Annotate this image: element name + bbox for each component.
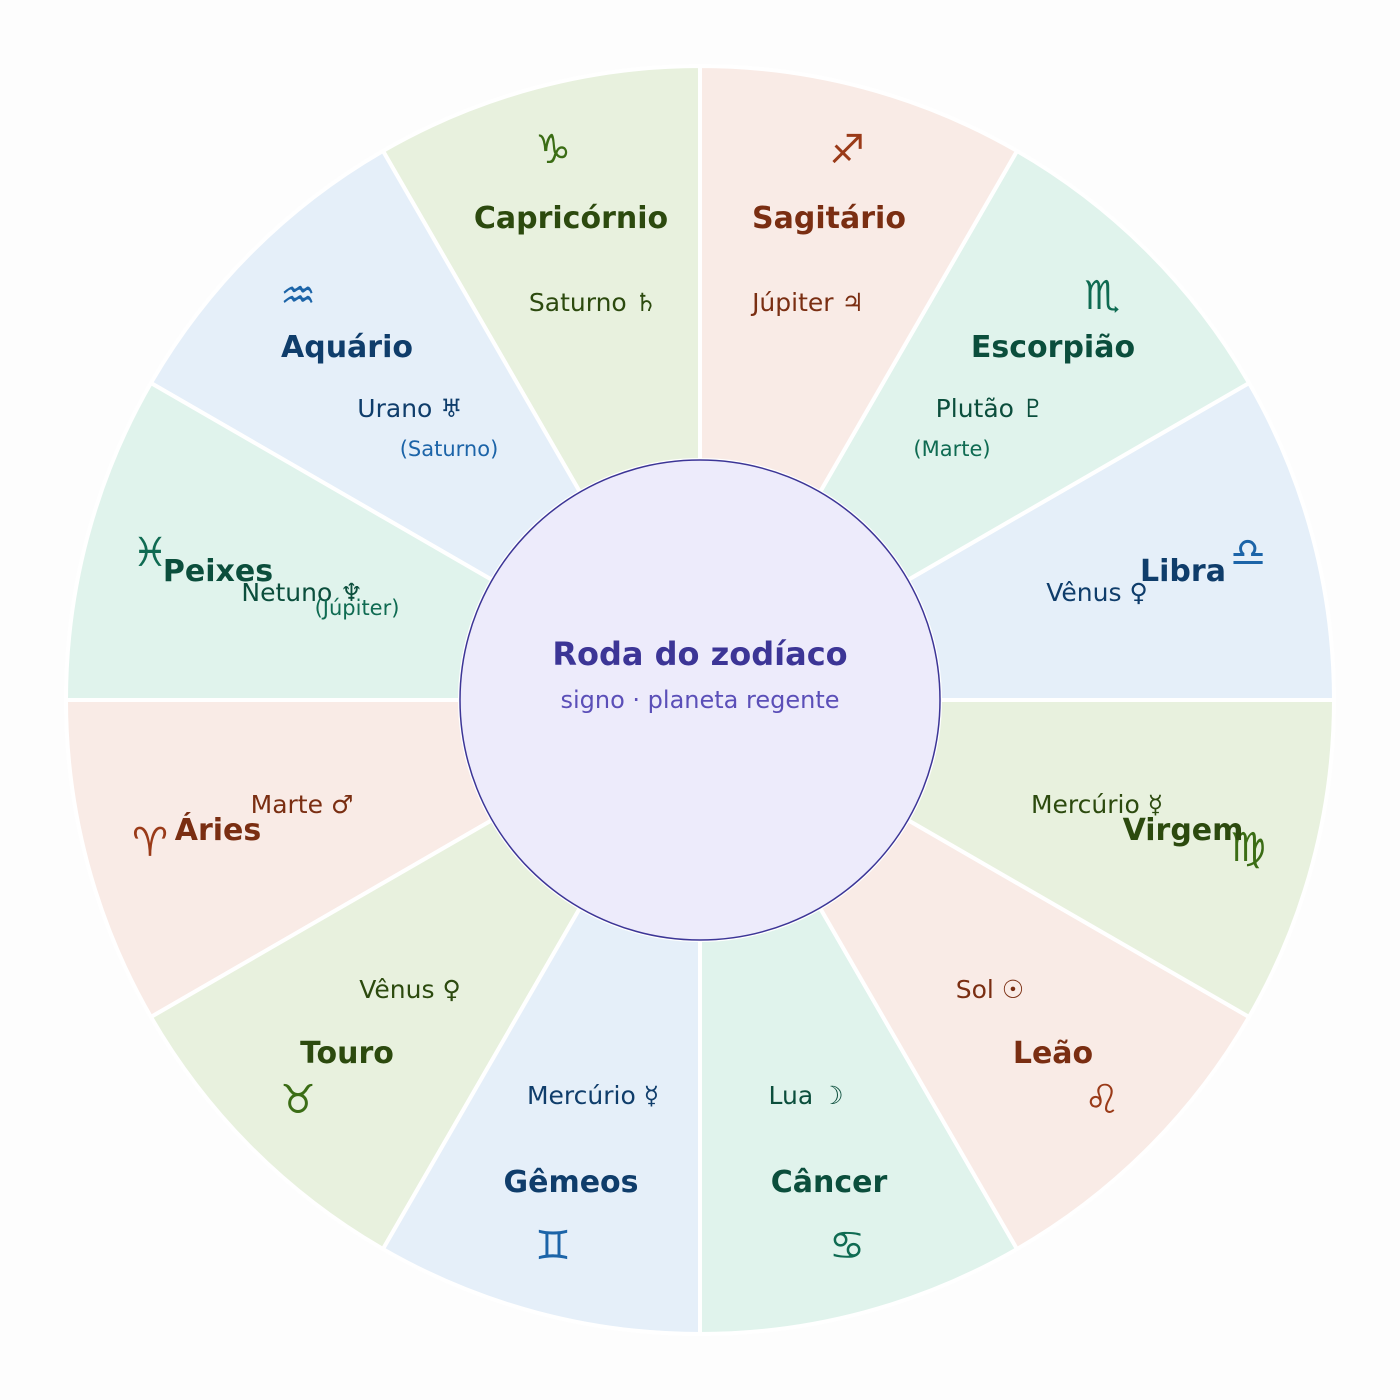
- sign-name: Virgem: [1123, 813, 1244, 848]
- sign-glyph-icon: ♏: [1084, 273, 1120, 319]
- sign-name: Leão: [1013, 1036, 1093, 1071]
- sign-sectors: [63, 63, 1337, 1337]
- sign-glyph-icon: ♋: [829, 1223, 865, 1269]
- ruling-planet: Júpiter ♃: [750, 288, 864, 317]
- sign-name: Capricórnio: [474, 201, 668, 236]
- sign-name: Touro: [300, 1036, 394, 1071]
- ruling-planet: Mercúrio ☿: [1031, 790, 1163, 819]
- ruling-planet: Netuno ♆: [241, 578, 362, 607]
- ruling-planet: Lua ☽: [768, 1081, 843, 1110]
- sign-name: Câncer: [771, 1165, 888, 1200]
- center-circle: [459, 459, 941, 941]
- center-subtitle: signo · planeta regente: [560, 686, 839, 714]
- traditional-ruler: (Saturno): [400, 437, 499, 461]
- ruling-planet: Plutão ♇: [936, 394, 1045, 423]
- sign-glyph-icon: ♑: [535, 127, 571, 173]
- ruling-planet: Saturno ♄: [529, 288, 657, 317]
- sign-name: Sagitário: [752, 201, 906, 236]
- sign-glyph-icon: ♒: [280, 273, 316, 319]
- sign-name: Peixes: [163, 554, 273, 589]
- traditional-ruler: (Marte): [913, 437, 990, 461]
- sign-glyph-icon: ♈: [132, 820, 168, 866]
- sign-glyph-icon: ♊: [535, 1223, 571, 1269]
- sign-name: Áries: [175, 812, 262, 848]
- sign-glyph-icon: ♌: [1084, 1077, 1120, 1123]
- ruling-planet: Vênus ♀: [359, 975, 461, 1004]
- sign-group-touro: ♉ Touro Vênus ♀: [280, 975, 461, 1123]
- center-hub: Roda do zodíaco signo · planeta regente: [459, 459, 941, 941]
- ruling-planet: Vênus ♀: [1046, 578, 1148, 607]
- sign-name: Escorpião: [971, 330, 1135, 365]
- sign-glyph-icon: ♍: [1230, 825, 1266, 871]
- sign-name: Aquário: [281, 330, 413, 365]
- sign-glyph-icon: ♓: [132, 530, 168, 576]
- sign-name: Libra: [1140, 554, 1226, 589]
- sign-group-gemeos: ♊ Gêmeos Mercúrio ☿: [503, 1081, 659, 1269]
- sign-glyph-icon: ♉: [280, 1077, 316, 1123]
- ruling-planet: Urano ♅: [357, 394, 462, 423]
- ruling-planet: Marte ♂: [251, 790, 354, 819]
- sign-name: Gêmeos: [503, 1165, 638, 1200]
- sign-glyph-icon: ♎: [1230, 530, 1266, 576]
- traditional-ruler: (Júpiter): [315, 596, 400, 620]
- sign-group-cancer: ♋ Câncer Lua ☽: [768, 1081, 887, 1269]
- center-title: Roda do zodíaco: [552, 635, 847, 673]
- ruling-planet: Sol ☉: [956, 975, 1024, 1004]
- sign-group-leao: ♌ Leão Sol ☉: [956, 975, 1120, 1123]
- ruling-planet: Mercúrio ☿: [527, 1081, 659, 1110]
- sign-glyph-icon: ♐: [829, 127, 865, 173]
